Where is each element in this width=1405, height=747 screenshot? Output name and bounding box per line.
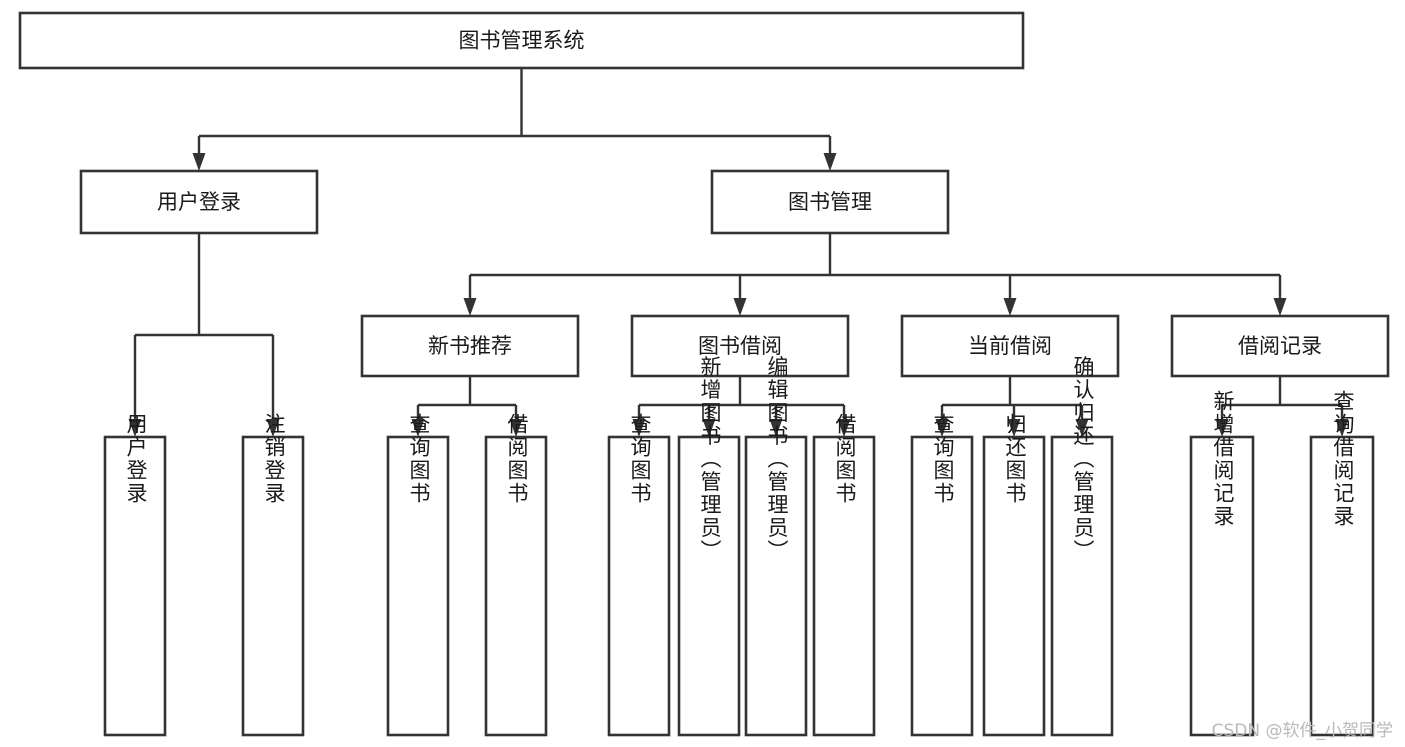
edge-arrowhead <box>411 419 425 437</box>
edge-arrowhead <box>1273 298 1287 316</box>
node-label: 新增图书（管理员） <box>698 356 722 563</box>
node-leaf-query-record[interactable]: 查询借阅记录 <box>1309 390 1375 737</box>
edge-arrowhead <box>1215 419 1229 437</box>
edge-arrowhead <box>823 153 837 171</box>
node-label: 查询借阅记录 <box>1331 390 1355 528</box>
node-box <box>607 435 671 737</box>
node-box <box>812 435 876 737</box>
node-label: 查询图书 <box>407 413 431 505</box>
node-box <box>386 435 450 737</box>
node-book-manage[interactable]: 图书管理 <box>710 169 950 235</box>
node-box <box>241 435 305 737</box>
node-label: 图书管理系统 <box>459 29 585 53</box>
edge-arrowhead <box>769 419 783 437</box>
node-box <box>982 435 1046 737</box>
node-label: 图书借阅 <box>698 334 782 358</box>
edges-layer <box>128 68 1349 437</box>
edge-arrowhead <box>1075 419 1089 437</box>
node-leaf-borrow-book-1[interactable]: 借阅图书 <box>484 413 548 737</box>
edge-arrowhead <box>837 419 851 437</box>
edge-arrowhead <box>1007 419 1021 437</box>
node-leaf-borrow-book-2[interactable]: 借阅图书 <box>812 413 876 737</box>
node-leaf-edit-book[interactable]: 编辑图书（管理员） <box>744 356 808 737</box>
edge-arrowhead <box>192 153 206 171</box>
edge-arrowhead <box>463 298 477 316</box>
nodes-layer: 图书管理系统用户登录图书管理新书推荐图书借阅当前借阅借阅记录用户登录注销登录查询… <box>18 11 1390 737</box>
edge-arrowhead <box>509 419 523 437</box>
node-box <box>677 435 741 737</box>
node-box <box>900 314 1120 378</box>
node-leaf-query-book-1[interactable]: 查询图书 <box>386 413 450 737</box>
edge-arrowhead <box>632 419 646 437</box>
node-borrow-record[interactable]: 借阅记录 <box>1170 314 1390 378</box>
node-label: 查询图书 <box>628 413 652 505</box>
node-current-borrow[interactable]: 当前借阅 <box>900 314 1120 378</box>
node-label: 图书管理 <box>788 190 872 214</box>
node-label: 新增借阅记录 <box>1211 390 1235 528</box>
node-label: 借阅记录 <box>1238 334 1322 358</box>
node-user-login[interactable]: 用户登录 <box>79 169 319 235</box>
node-label: 借阅图书 <box>505 413 529 505</box>
node-leaf-add-book[interactable]: 新增图书（管理员） <box>677 356 741 737</box>
node-leaf-return-book[interactable]: 归还图书 <box>982 413 1046 737</box>
edge-arrowhead <box>935 419 949 437</box>
node-label: 归还图书 <box>1003 413 1027 505</box>
node-leaf-add-record[interactable]: 新增借阅记录 <box>1189 390 1255 737</box>
node-box <box>910 435 974 737</box>
node-label: 借阅图书 <box>833 413 857 505</box>
node-box <box>744 435 808 737</box>
node-leaf-user-login[interactable]: 用户登录 <box>103 413 167 737</box>
node-leaf-query-book-3[interactable]: 查询图书 <box>910 413 974 737</box>
node-box <box>1050 435 1114 737</box>
node-book-borrow[interactable]: 图书借阅 <box>630 314 850 378</box>
node-box <box>79 169 319 235</box>
node-label: 当前借阅 <box>968 334 1052 358</box>
node-label: 确认归还（管理员） <box>1071 356 1095 563</box>
node-box <box>484 435 548 737</box>
node-leaf-logout[interactable]: 注销登录 <box>241 413 305 737</box>
node-label: 编辑图书（管理员） <box>765 356 789 563</box>
edge-arrowhead <box>1335 419 1349 437</box>
node-box <box>1170 314 1390 378</box>
node-root[interactable]: 图书管理系统 <box>18 11 1025 70</box>
node-box <box>360 314 580 378</box>
node-box <box>710 169 950 235</box>
edge-arrowhead <box>733 298 747 316</box>
node-leaf-query-book-2[interactable]: 查询图书 <box>607 413 671 737</box>
node-label: 用户登录 <box>157 190 241 214</box>
edge-arrowhead <box>1003 298 1017 316</box>
edge-arrowhead <box>128 419 142 437</box>
node-label: 查询图书 <box>931 413 955 505</box>
node-label: 用户登录 <box>124 413 148 505</box>
edge-arrowhead <box>702 419 716 437</box>
node-box <box>1189 435 1255 737</box>
edge-arrowhead <box>266 419 280 437</box>
node-label: 注销登录 <box>262 413 286 505</box>
node-box <box>18 11 1025 70</box>
node-box <box>630 314 850 378</box>
node-label: 新书推荐 <box>428 334 512 358</box>
node-box <box>1309 435 1375 737</box>
node-new-book-rec[interactable]: 新书推荐 <box>360 314 580 378</box>
node-box <box>103 435 167 737</box>
node-leaf-confirm-return[interactable]: 确认归还（管理员） <box>1050 356 1114 737</box>
